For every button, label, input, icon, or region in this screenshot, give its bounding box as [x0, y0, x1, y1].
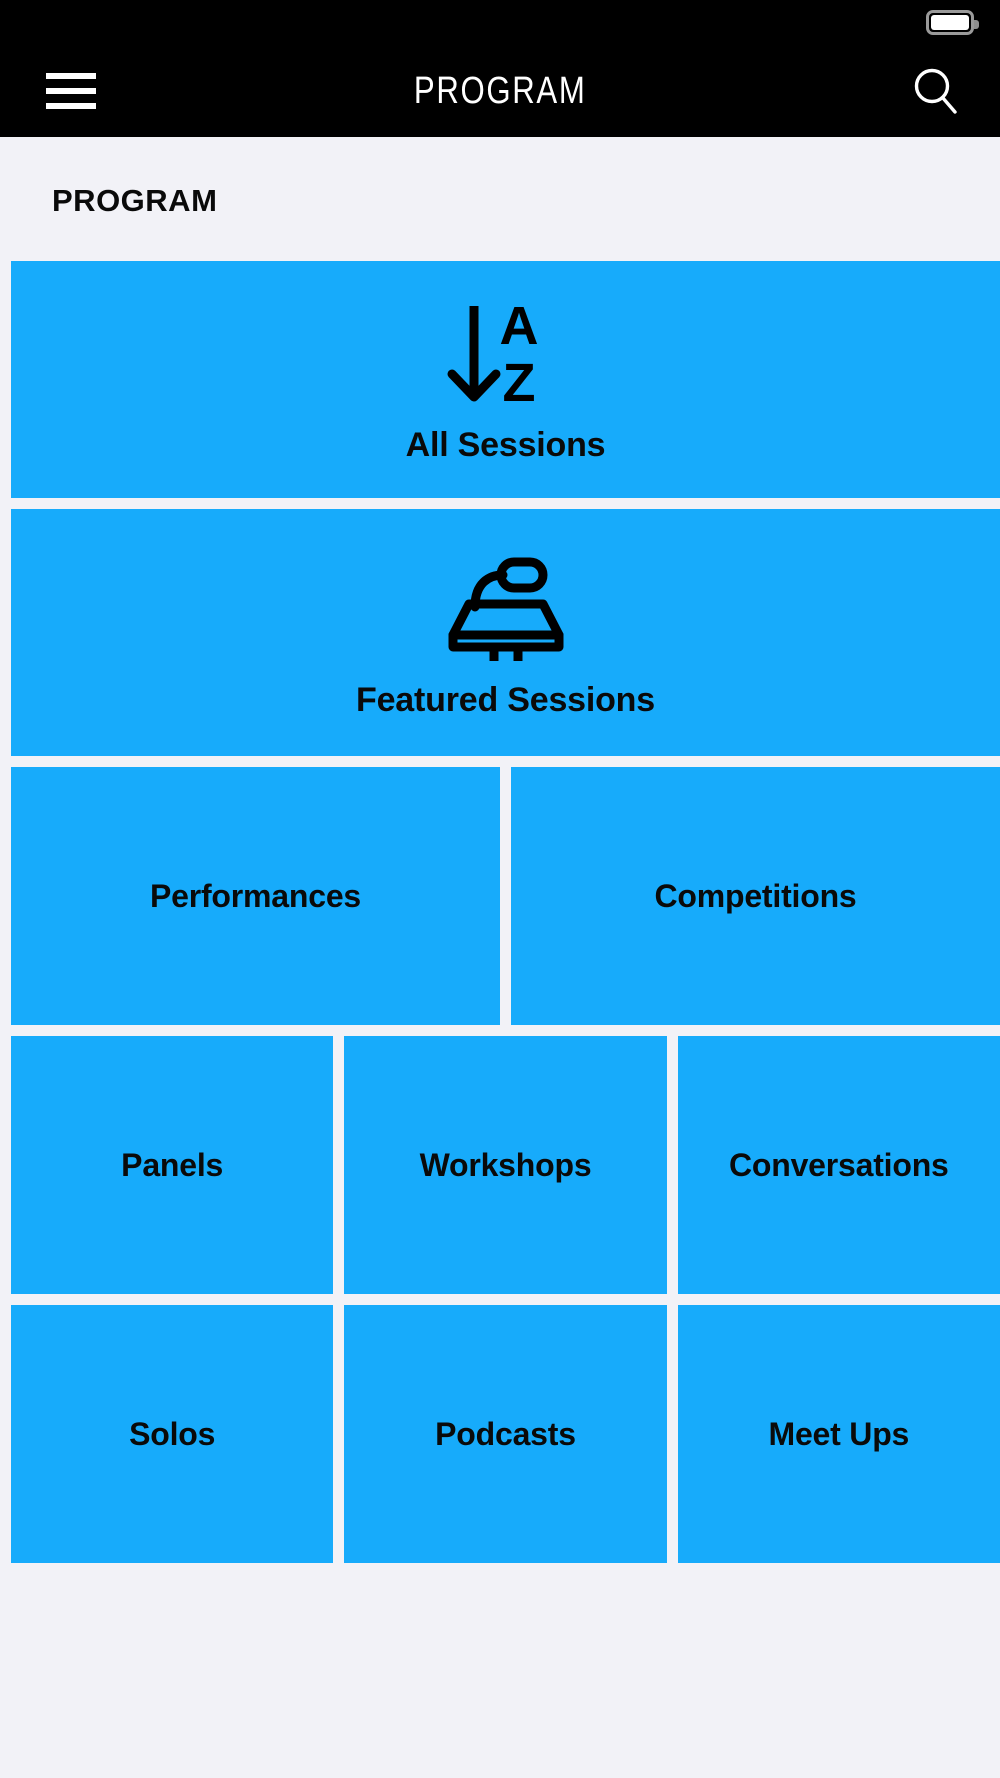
svg-text:A: A: [499, 298, 538, 356]
tile-label: All Sessions: [405, 425, 606, 464]
battery-fill: [931, 15, 969, 30]
tile-label: Meet Ups: [768, 1416, 910, 1452]
battery-full-icon: [926, 10, 979, 35]
tile-solos[interactable]: Solos: [11, 1305, 334, 1563]
page-title: PROGRAM: [52, 183, 218, 218]
battery-nub: [974, 20, 979, 29]
tile-label: Featured Sessions: [356, 680, 655, 719]
tile-all-sessions[interactable]: A Z All Sessions: [11, 261, 1000, 498]
grid-row: Solos Podcasts Meet Ups: [11, 1305, 1000, 1563]
status-bar: [0, 0, 1000, 45]
hamburger-bar: [46, 88, 96, 94]
tile-label: Workshops: [419, 1147, 592, 1183]
hamburger-menu-icon[interactable]: [46, 73, 96, 109]
tile-conversations[interactable]: Conversations: [677, 1036, 1000, 1294]
tile-workshops[interactable]: Workshops: [344, 1036, 667, 1294]
program-category-grid: A Z All Sessions: [0, 261, 1000, 1563]
podium-lectern-icon: [441, 549, 571, 661]
navigation-bar: PROGRAM: [0, 45, 1000, 137]
tile-label: Competitions: [654, 878, 857, 914]
hamburger-bar: [46, 73, 96, 79]
grid-row: Performances Competitions: [11, 767, 1000, 1025]
tile-meet-ups[interactable]: Meet Ups: [677, 1305, 1000, 1563]
tile-label: Conversations: [728, 1147, 949, 1183]
tile-label: Solos: [129, 1416, 216, 1452]
grid-row: Featured Sessions: [11, 509, 1000, 756]
svg-text:Z: Z: [502, 353, 535, 406]
search-icon[interactable]: [910, 65, 962, 117]
grid-row: A Z All Sessions: [11, 261, 1000, 498]
tile-performances[interactable]: Performances: [11, 767, 500, 1025]
hamburger-bar: [46, 103, 96, 109]
tile-label: Performances: [149, 878, 362, 914]
nav-title: PROGRAM: [413, 69, 587, 112]
grid-row: Panels Workshops Conversations: [11, 1036, 1000, 1294]
tile-featured-sessions[interactable]: Featured Sessions: [11, 509, 1000, 756]
tile-panels[interactable]: Panels: [11, 1036, 334, 1294]
tile-competitions[interactable]: Competitions: [511, 767, 1000, 1025]
tile-label: Panels: [121, 1147, 224, 1183]
tile-label: Podcasts: [435, 1416, 576, 1452]
tile-podcasts[interactable]: Podcasts: [344, 1305, 667, 1563]
sort-a-z-icon: A Z: [446, 298, 566, 406]
